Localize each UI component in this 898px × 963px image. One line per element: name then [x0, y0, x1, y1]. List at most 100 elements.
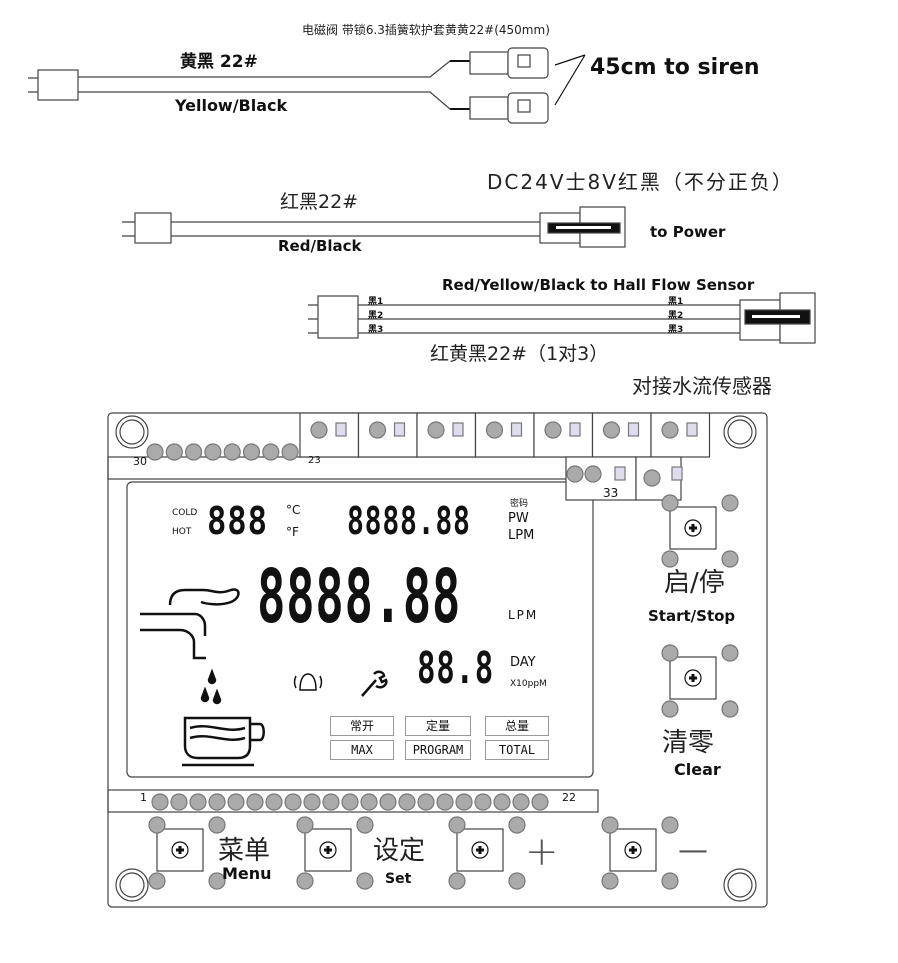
- mode-program-cn: 定量: [405, 716, 471, 736]
- start-stop-label-cn: 启/停: [664, 568, 725, 598]
- siren-label-cn: 黄黑 22#: [180, 52, 258, 72]
- header-pin: [170, 793, 188, 811]
- header-pin: [204, 443, 222, 461]
- drops-icon: [200, 668, 222, 705]
- bell-icon: [293, 673, 323, 691]
- lcd-top-digits: 8888.88: [347, 499, 471, 543]
- terminal-block: [357, 412, 418, 458]
- header-pins: [146, 443, 549, 811]
- menu-label-cn: 菜单: [218, 836, 271, 866]
- set-label-en: Set: [385, 871, 412, 887]
- set-label-cn: 设定: [373, 836, 426, 866]
- clear-label-cn: 清零: [662, 728, 715, 758]
- terminal-block: [416, 412, 477, 458]
- menu-label-en: Menu: [222, 864, 272, 883]
- clear-button[interactable]: [661, 644, 739, 718]
- terminal-block: [650, 412, 711, 458]
- pin-label: 黑2: [368, 311, 384, 321]
- header-pin: [512, 793, 530, 811]
- minus-label: —: [678, 833, 708, 868]
- mode-program-en: PROGRAM: [405, 740, 471, 760]
- pin-number-23: 23: [308, 455, 321, 466]
- header-pin: [246, 793, 264, 811]
- start-stop-label-en: Start/Stop: [648, 607, 736, 625]
- pin-label: 黑1: [668, 297, 684, 307]
- pin-number-22: 22: [562, 791, 576, 804]
- power-spec: DC24V士8V红黑（不分正负）: [487, 170, 794, 194]
- header-pin: [531, 793, 549, 811]
- lcd-hot: HOT: [172, 527, 192, 537]
- terminal-block: [533, 412, 594, 458]
- power-label-cn: 红黑22#: [280, 191, 359, 213]
- header-pin: [455, 793, 473, 811]
- terminal-block: [474, 412, 535, 458]
- mode-max-en: MAX: [330, 740, 394, 760]
- sensor-label-cn: 红黄黑22#（1对3）: [430, 343, 609, 365]
- header-pin: [417, 793, 435, 811]
- minus-button[interactable]: [601, 816, 679, 890]
- header-pin: [281, 443, 299, 461]
- lcd-lpm-main: LPM: [508, 608, 539, 622]
- pin-label: 黑2: [668, 311, 684, 321]
- lcd-unit-c: °C: [286, 503, 301, 517]
- wrench-icon: [361, 670, 388, 697]
- power-label-en: Red/Black: [278, 237, 362, 255]
- siren-harness: [28, 47, 586, 124]
- set-button[interactable]: [296, 816, 374, 890]
- header-pin: [262, 443, 280, 461]
- siren-caption: 电磁阀 带锁6.3插簧软护套黄黄22#(450mm): [302, 23, 550, 37]
- header-pin: [208, 793, 226, 811]
- cup-icon: [182, 716, 265, 767]
- pin-label: 黑3: [368, 325, 384, 335]
- plus-label: +: [525, 829, 559, 875]
- header-pin: [379, 793, 397, 811]
- siren-target: 45cm to siren: [590, 55, 760, 80]
- mode-total-cn: 总量: [485, 716, 549, 736]
- header-pin: [474, 793, 492, 811]
- menu-button[interactable]: [148, 816, 226, 890]
- siren-label-en: Yellow/Black: [175, 96, 288, 115]
- header-pin: [242, 443, 261, 461]
- faucet-icon: [140, 588, 240, 660]
- start-stop-button[interactable]: [661, 494, 739, 568]
- sensor-harness: [308, 292, 816, 344]
- lcd-pw: PW: [508, 511, 529, 526]
- terminal-block: [591, 412, 652, 458]
- power-harness: [122, 206, 626, 248]
- clear-label-en: Clear: [674, 760, 721, 779]
- header-pin: [165, 443, 183, 461]
- pin-label: 黑1: [368, 297, 384, 307]
- header-pin: [151, 793, 169, 811]
- lcd-lpm-top: LPM: [508, 528, 535, 543]
- lcd-unit-f: °F: [286, 525, 299, 539]
- pin-label: 黑3: [668, 325, 684, 335]
- header-pin: [303, 793, 321, 811]
- header-pin: [265, 793, 283, 811]
- power-target: to Power: [650, 223, 726, 241]
- lcd-cold: COLD: [172, 508, 198, 518]
- header-pin: [493, 793, 511, 811]
- sensor-target-cn: 对接水流传感器: [632, 374, 772, 398]
- pin-number-30: 30: [133, 455, 147, 468]
- lcd-day: DAY: [510, 655, 536, 670]
- tactile-buttons[interactable]: [148, 494, 739, 890]
- header-pin: [436, 793, 454, 811]
- header-pin: [322, 793, 340, 811]
- plus-button[interactable]: [448, 816, 526, 890]
- header-pin: [360, 793, 378, 811]
- header-pin: [189, 793, 207, 811]
- lcd-ppm: X10ppM: [510, 679, 547, 689]
- header-pin: [146, 443, 164, 461]
- terminal-block: [299, 412, 360, 458]
- mode-total-en: TOTAL: [485, 740, 549, 760]
- header-pin: [223, 443, 241, 461]
- pin-number-33: 33: [603, 486, 619, 500]
- header-pin: [227, 793, 245, 811]
- terminal-blocks: [299, 412, 711, 501]
- lcd-pw-cn: 密码: [510, 499, 529, 509]
- sensor-title: Red/Yellow/Black to Hall Flow Sensor: [442, 276, 755, 294]
- header-pin: [185, 443, 203, 461]
- lcd-day-digits: 88.8: [417, 643, 494, 694]
- pin-number-1: 1: [140, 791, 147, 804]
- lcd-temp-digits: 888: [207, 499, 268, 543]
